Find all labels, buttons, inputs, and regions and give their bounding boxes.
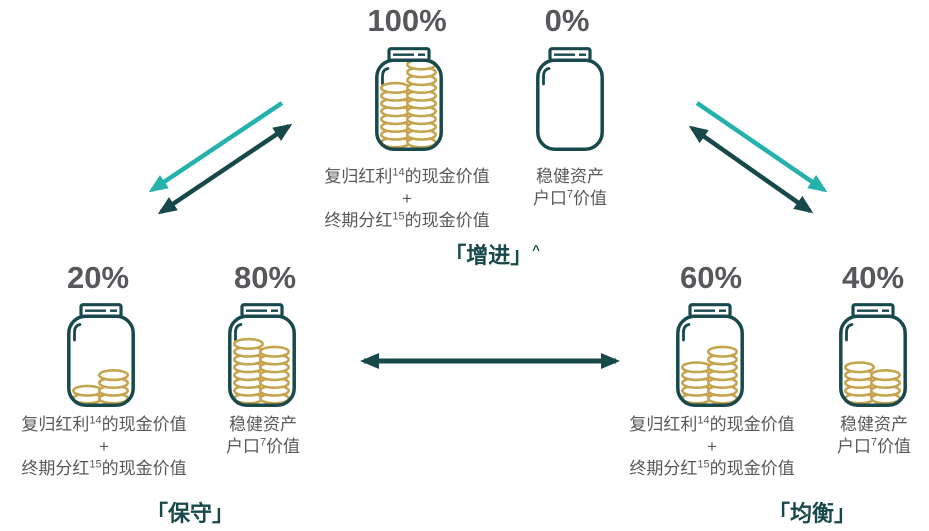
stable-asset-account-label: 稳健资产 户口7价值 [532, 167, 608, 208]
jar-icon-stable-enhanced [536, 47, 604, 151]
jar-icon-stable-balanced [839, 303, 907, 407]
percent-label-bonus-balanced: 60% [679, 260, 743, 295]
percent-label-stable-balanced: 40% [841, 260, 905, 295]
bonus-cash-value-label: 复归红利14的现金价值 + 终期分红15的现金价值 [324, 166, 490, 230]
percent-label-stable-enhanced: 0% [544, 3, 590, 38]
mode-label-conservative: 「保守」 [145, 501, 234, 526]
jar-icon-bonus-balanced [676, 303, 744, 407]
arrow-right-teal [695, 101, 828, 193]
percent-label-bonus-conservative: 20% [66, 260, 130, 295]
mode-label-balanced: 「均衡」 [767, 501, 856, 526]
stable-asset-account-label: 稳健资产 户口7价值 [836, 415, 912, 456]
jar-icon-bonus-conservative [67, 303, 135, 407]
mode-label-enhanced: 「增进」^ [444, 242, 540, 268]
jar-icon-bonus-enhanced [375, 47, 443, 151]
arrow-left-dark-double [157, 123, 293, 215]
percent-label-stable-conservative: 80% [233, 260, 297, 295]
arrow-left-teal [148, 101, 284, 193]
bonus-cash-value-label: 复归红利14的现金价值 + 终期分红15的现金价值 [629, 414, 795, 478]
arrow-right-dark-double [688, 125, 814, 214]
jar-icon-stable-conservative [228, 303, 296, 407]
stable-asset-account-label: 稳健资产 户口7价值 [225, 415, 301, 456]
bonus-cash-value-label: 复归红利14的现金价值 + 终期分红15的现金价值 [21, 414, 187, 478]
percent-label-bonus-enhanced: 100% [367, 3, 447, 38]
